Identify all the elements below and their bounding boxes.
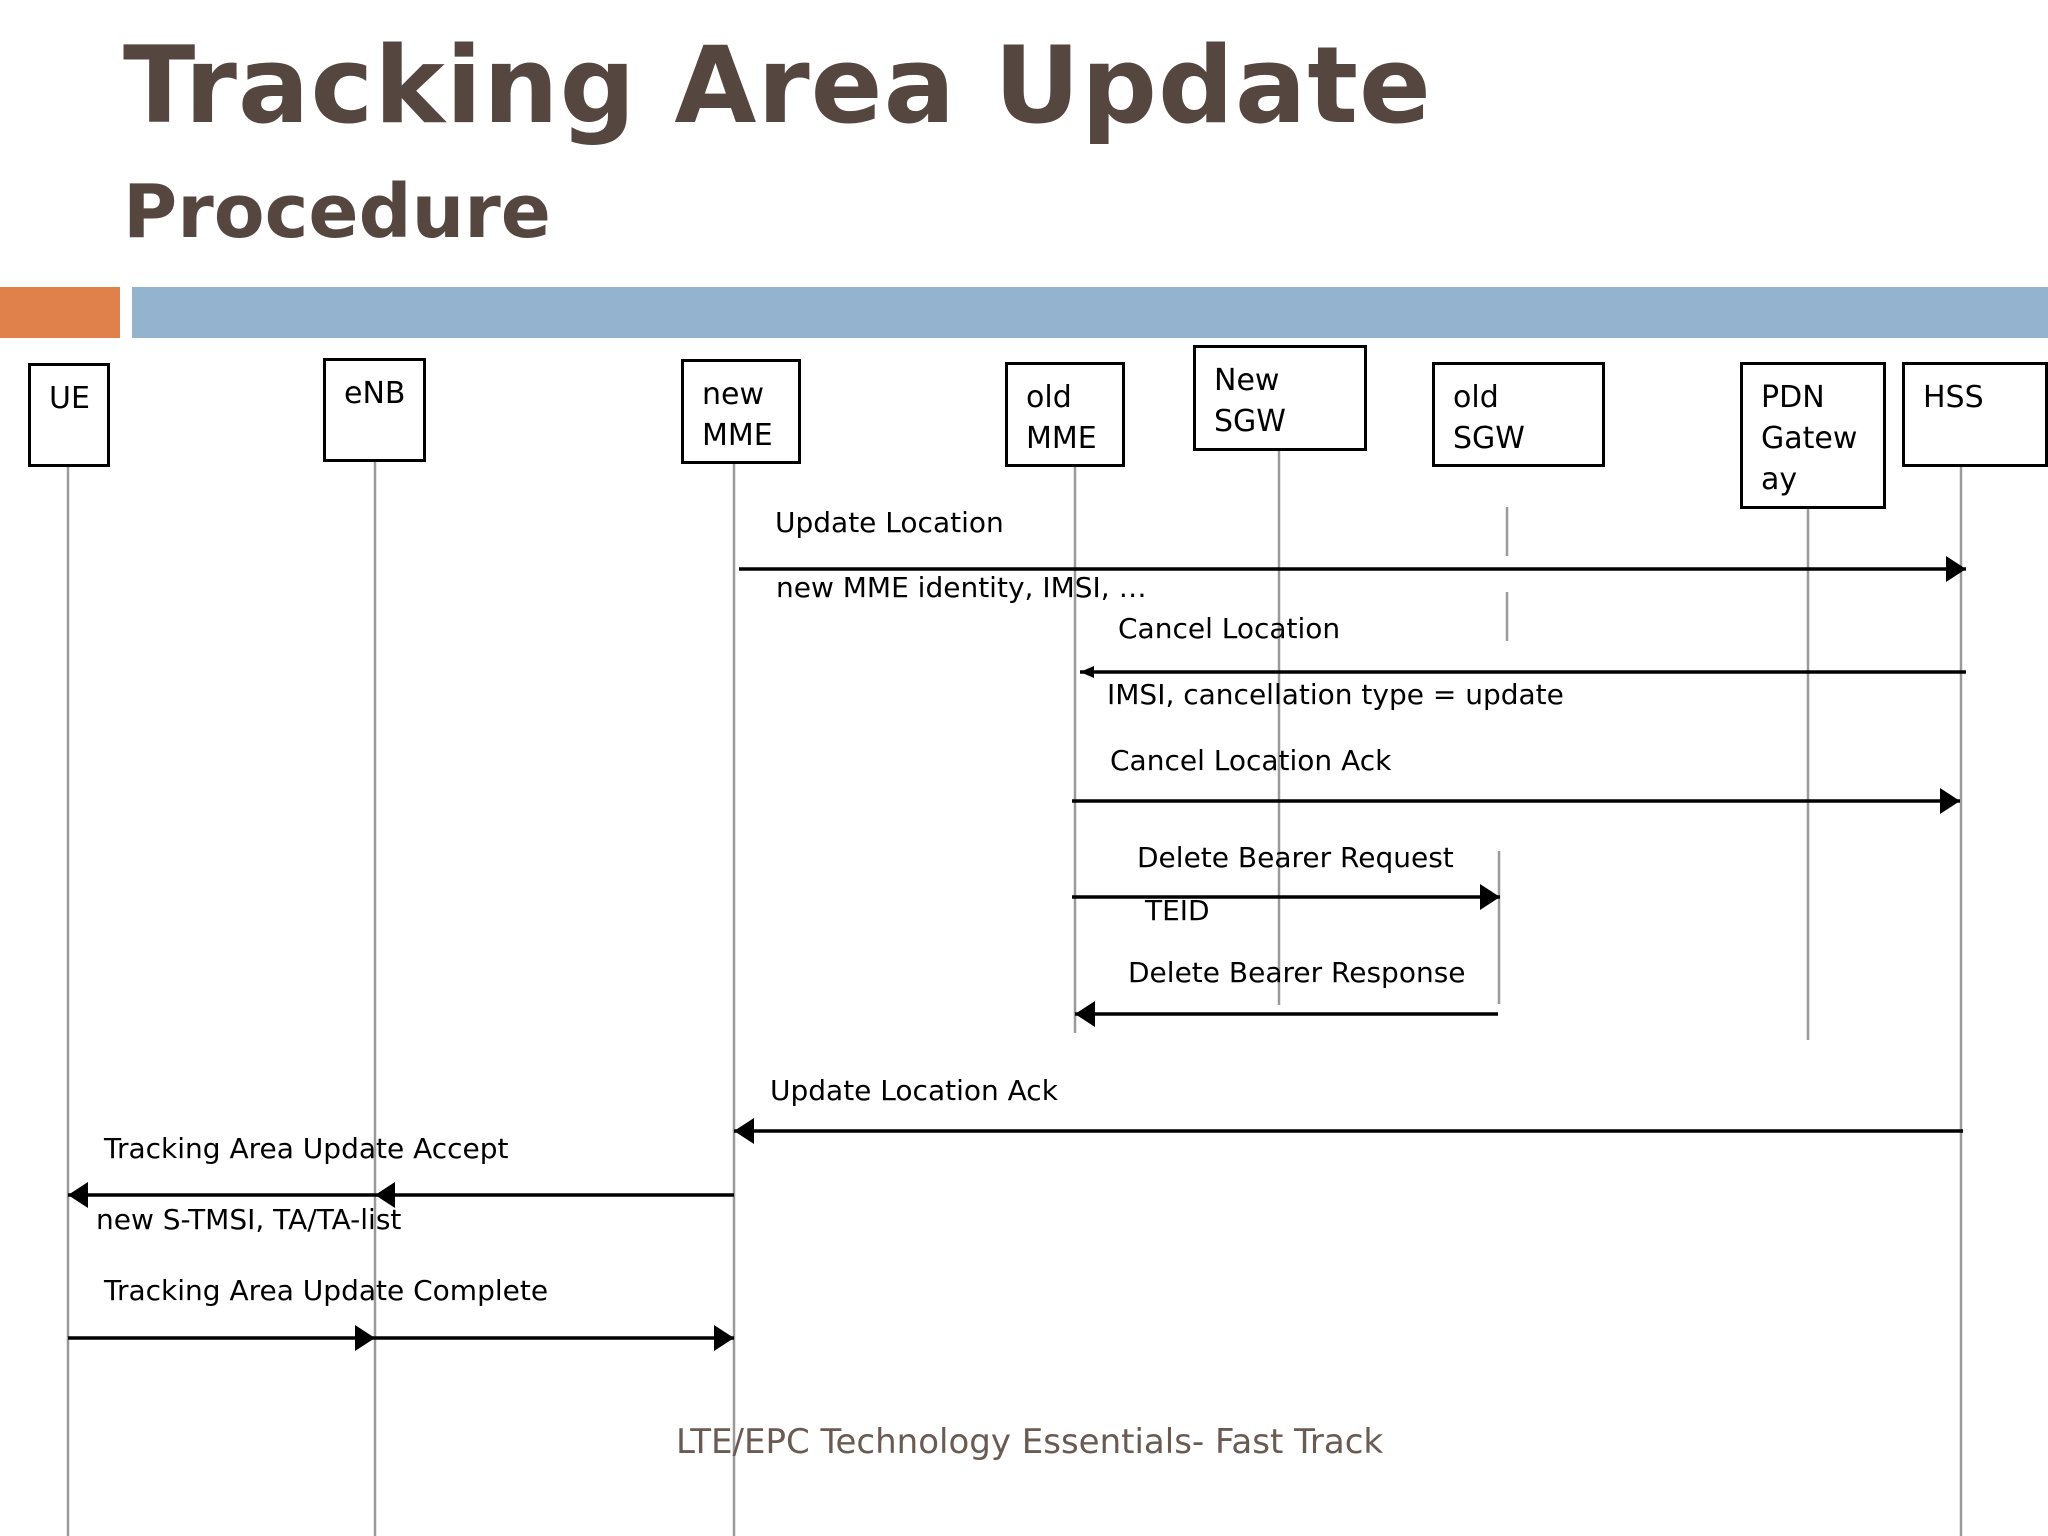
- arrowhead: [734, 1118, 754, 1144]
- arrowhead: [375, 1182, 395, 1208]
- entity-old-sgw: old SGW: [1432, 362, 1605, 467]
- arrowhead: [1480, 884, 1500, 910]
- entity-ue: UE: [28, 363, 110, 467]
- message-label: Tracking Area Update Complete: [103, 1274, 548, 1307]
- arrowhead: [1946, 556, 1966, 582]
- entity-pdn-gateway: PDN Gatew ay: [1740, 362, 1886, 509]
- message-label: Update Location Ack: [770, 1074, 1059, 1107]
- entity-new-mme: new MME: [681, 359, 801, 464]
- message-label: Update Location: [775, 506, 1004, 539]
- lifelines: [66, 451, 1963, 1536]
- message-delete-bearer-response: Delete Bearer Response: [1075, 956, 1498, 1027]
- message-tau-complete: Tracking Area Update Complete: [68, 1274, 734, 1351]
- message-label: Tracking Area Update Accept: [103, 1132, 509, 1165]
- message-label: Cancel Location: [1118, 612, 1340, 645]
- message-params: IMSI, cancellation type = update: [1107, 678, 1564, 711]
- entity-old-mme: old MME: [1005, 362, 1125, 467]
- accent-bar: [0, 287, 120, 338]
- arrowhead: [1075, 1001, 1095, 1027]
- arrowhead: [1940, 788, 1960, 814]
- message-params: new S-TMSI, TA/TA-list: [96, 1203, 401, 1236]
- arrowhead: [714, 1325, 734, 1351]
- entity-new-sgw: New SGW: [1193, 345, 1367, 451]
- message-update-location: Update Location new MME identity, IMSI, …: [739, 506, 1966, 604]
- slide-title: Tracking Area Update: [123, 24, 1432, 147]
- slide-footer: LTE/EPC Technology Essentials- Fast Trac…: [676, 1422, 1384, 1462]
- message-params: TEID: [1144, 894, 1210, 927]
- message-params: new MME identity, IMSI, …: [776, 571, 1147, 604]
- message-tau-accept: Tracking Area Update Accept new S-TMSI, T…: [68, 1132, 734, 1236]
- message-label: Delete Bearer Response: [1128, 956, 1466, 989]
- arrowhead: [355, 1325, 375, 1351]
- slide-subtitle: Procedure: [123, 169, 551, 255]
- arrowhead: [1080, 666, 1094, 678]
- messages: Update Location new MME identity, IMSI, ……: [68, 506, 1966, 1351]
- entity-hss: HSS: [1902, 362, 2048, 467]
- message-label: Delete Bearer Request: [1137, 841, 1454, 874]
- entity-enb: eNB: [323, 358, 426, 462]
- message-cancel-location-ack: Cancel Location Ack: [1072, 744, 1960, 814]
- message-label: Cancel Location Ack: [1110, 744, 1392, 777]
- message-update-location-ack: Update Location Ack: [734, 1074, 1963, 1144]
- arrowhead: [68, 1182, 88, 1208]
- header-bar: [132, 287, 2048, 338]
